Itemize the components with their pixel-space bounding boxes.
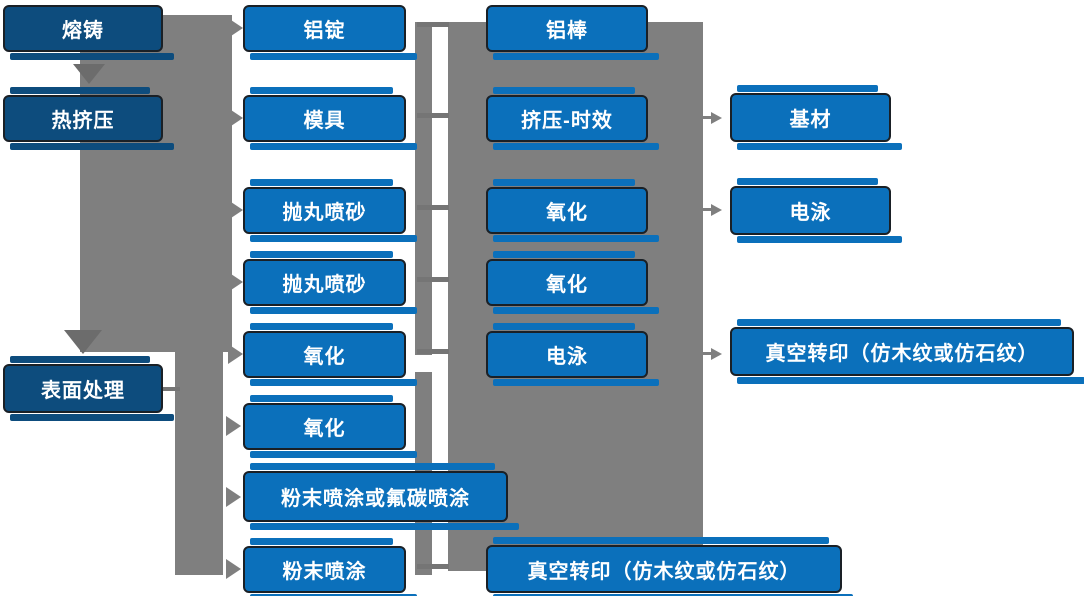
arrow-right-icon	[228, 18, 243, 38]
arrow-right-icon	[711, 112, 722, 124]
connector-tick	[417, 113, 449, 118]
arrow-right-icon	[226, 559, 241, 579]
arrow-right-icon	[226, 416, 241, 436]
node-base-material: 基材	[730, 85, 902, 150]
connector-tick	[417, 349, 449, 354]
node-extrusion-aging: 挤压-时效	[486, 87, 659, 150]
arrow-down-icon	[73, 64, 105, 84]
node-vacuum-transfer-print-a: 真空转印（仿木纹或仿石纹）	[486, 537, 853, 596]
node-mold: 模具	[243, 87, 417, 150]
node-oxidation-d: 氧化	[486, 251, 659, 314]
node-melting-casting: 熔铸	[3, 5, 174, 60]
arrow-down-icon	[64, 330, 102, 354]
connector-left-comb-lower	[175, 350, 223, 575]
arrow-right-icon	[226, 487, 241, 507]
node-surface-treatment: 表面处理	[3, 356, 174, 421]
node-powder-coating: 粉末喷涂	[243, 538, 417, 596]
arrow-stem	[703, 116, 712, 119]
node-vacuum-transfer-print-b: 真空转印（仿木纹或仿石纹）	[730, 319, 1084, 384]
arrow-right-icon	[228, 108, 243, 128]
arrow-right-icon	[711, 348, 722, 360]
node-oxidation-b: 氧化	[243, 395, 417, 458]
node-oxidation-c: 氧化	[486, 179, 659, 242]
arrow-right-icon	[711, 204, 722, 216]
connector-left-comb-upper	[80, 15, 232, 352]
connector-surface-treatment-link	[163, 387, 180, 391]
node-shot-blast-sandblast-a: 抛丸喷砂	[243, 179, 417, 242]
node-hot-extrusion: 热挤压	[3, 87, 174, 150]
arrow-stem	[703, 352, 712, 355]
node-shot-blast-sandblast-b: 抛丸喷砂	[243, 251, 417, 314]
node-aluminum-rod: 铝棒	[486, 5, 659, 60]
node-powder-or-fluorocarbon-coating: 粉末喷涂或氟碳喷涂	[243, 463, 519, 530]
node-electrophoresis-a: 电泳	[486, 323, 659, 386]
node-electrophoresis-b: 电泳	[730, 178, 902, 243]
connector-tick	[417, 564, 449, 569]
connector-tick	[417, 22, 449, 27]
connector-tick	[417, 277, 449, 282]
arrow-stem	[703, 208, 712, 211]
arrow-right-icon	[228, 344, 243, 364]
connector-mid-bar-upper	[415, 22, 432, 355]
arrow-right-icon	[228, 272, 243, 292]
node-aluminum-ingot: 铝锭	[243, 5, 417, 60]
connector-tick	[417, 205, 449, 210]
node-oxidation-a: 氧化	[243, 323, 417, 386]
arrow-right-icon	[228, 200, 243, 220]
